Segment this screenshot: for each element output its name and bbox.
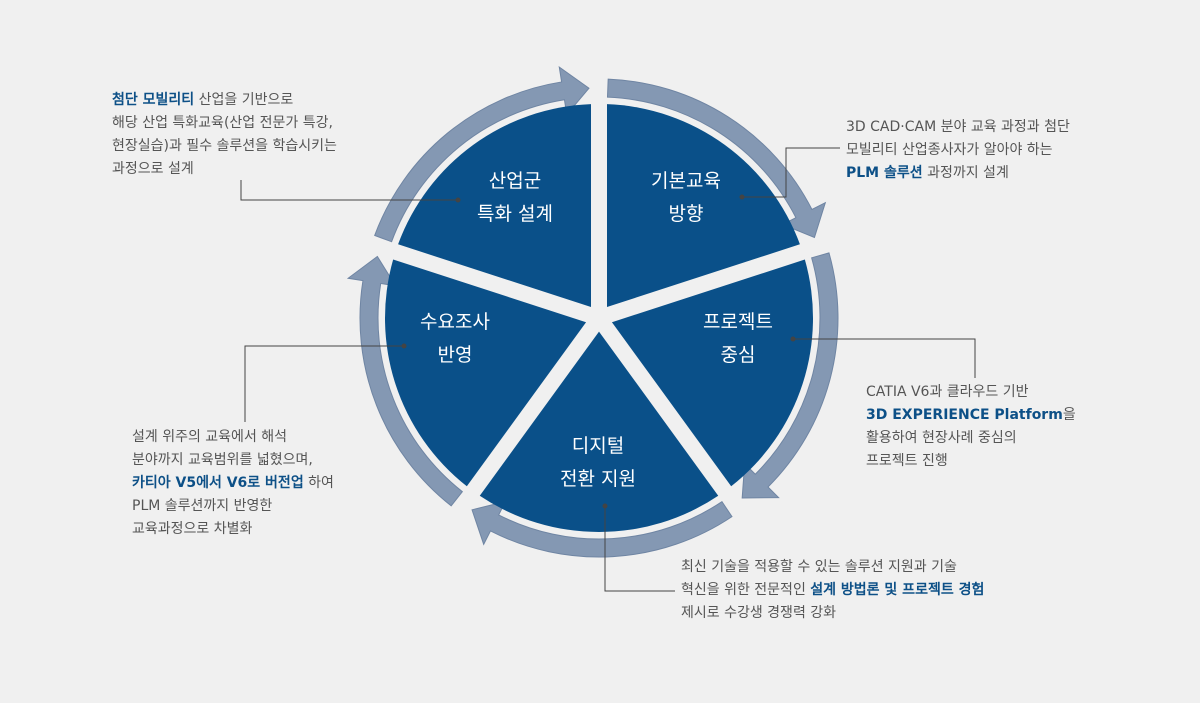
connector-dot-basic <box>739 194 745 200</box>
note-demand-line-1: 설계 위주의 교육에서 해석 <box>132 429 288 445</box>
note-industry-highlight: 첨단 모빌리티 <box>112 92 195 108</box>
note-demand-line-2: 분야까지 교육범위를 넓혔으며, <box>132 452 313 468</box>
note-digital-line-2: 혁신을 위한 전문적인 설계 방법론 및 프로젝트 경험 <box>681 582 985 598</box>
note-industry: 첨단 모빌리티 산업을 기반으로 해당 산업 특화교육(산업 전문가 특강, 현… <box>112 89 337 181</box>
connector-dot-demand <box>401 343 407 349</box>
segment-label-basic-line-2: 방향 <box>669 203 704 225</box>
segment-label-digital-line-2: 전환 지원 <box>560 468 636 490</box>
note-basic-highlight: PLM 솔루션 <box>846 165 923 181</box>
arrow-demand <box>346 255 464 507</box>
arrow-industry <box>374 66 590 243</box>
segment-label-industry-line-1: 산업군 <box>489 170 541 192</box>
connector-lines <box>240 147 976 592</box>
cycle-arrows <box>346 66 839 558</box>
note-digital-line-1: 최신 기술을 적용할 수 있는 솔루션 지원과 기술 <box>681 559 957 575</box>
note-basic-line-1: 3D CAD·CAM 분야 교육 과정과 첨단 <box>846 119 1070 135</box>
segment-digital <box>479 331 719 532</box>
note-basic: 3D CAD·CAM 분야 교육 과정과 첨단 모빌리티 산업종사자가 알아야 … <box>846 116 1070 185</box>
connector-dot-digital <box>602 503 608 509</box>
note-project-line-4: 프로젝트 진행 <box>866 453 948 469</box>
note-industry-line-2: 해당 산업 특화교육(산업 전문가 특강, <box>112 115 333 131</box>
note-demand: 설계 위주의 교육에서 해석 분야까지 교육범위를 넓혔으며, 카티아 V5에서… <box>132 426 334 541</box>
note-digital-line-3: 제시로 수강생 경쟁력 강화 <box>681 605 837 621</box>
arrow-project <box>741 252 839 499</box>
connector-demand <box>244 345 404 422</box>
note-project-line-2: 3D EXPERIENCE Platform을 <box>866 407 1076 423</box>
segment-label-demand-line-1: 수요조사 <box>420 311 490 333</box>
connector-digital <box>604 506 675 592</box>
connector-dot-project <box>790 336 796 342</box>
arrow-digital <box>471 500 733 558</box>
segment-label-basic-line-1: 기본교육 <box>651 170 721 192</box>
note-demand-line-5: 교육과정으로 차별화 <box>132 521 253 537</box>
segment-label-industry-line-2: 특화 설계 <box>477 203 553 225</box>
segment-basic <box>606 104 800 307</box>
segment-label-project-line-2: 중심 <box>721 344 756 366</box>
note-industry-line-1: 첨단 모빌리티 산업을 기반으로 <box>112 92 294 108</box>
connector-industry <box>240 180 458 201</box>
note-basic-line-2: 모빌리티 산업종사자가 알아야 하는 <box>846 142 1053 158</box>
segment-label-digital-line-1: 디지털 <box>572 435 624 457</box>
note-project-line-1: CATIA V6과 클라우드 기반 <box>866 384 1029 400</box>
arrow-basic <box>606 78 827 239</box>
segment-demand <box>385 259 587 487</box>
cycle-segments <box>385 104 813 532</box>
note-demand-line-3: 카티아 V5에서 V6로 버전업 하여 <box>132 475 334 491</box>
segment-industry <box>398 104 592 307</box>
connector-basic <box>742 147 840 198</box>
segment-label-project-line-1: 프로젝트 <box>703 311 773 333</box>
segment-label-demand-line-2: 반영 <box>438 344 473 366</box>
note-industry-line-4: 과정으로 설계 <box>112 161 194 177</box>
note-digital: 최신 기술을 적용할 수 있는 솔루션 지원과 기술 혁신을 위한 전문적인 설… <box>681 556 984 625</box>
note-basic-line-3: PLM 솔루션 과정까지 설계 <box>846 165 1009 181</box>
connector-dot-industry <box>455 197 461 203</box>
note-project-line-3: 활용하여 현장사례 중심의 <box>866 430 1017 446</box>
connector-project <box>793 338 976 378</box>
note-demand-highlight: 카티아 V5에서 V6로 버전업 <box>132 475 304 491</box>
note-project: CATIA V6과 클라우드 기반 3D EXPERIENCE Platform… <box>866 381 1076 473</box>
note-demand-line-4: PLM 솔루션까지 반영한 <box>132 498 273 514</box>
note-project-highlight: 3D EXPERIENCE Platform <box>866 407 1063 423</box>
note-digital-highlight: 설계 방법론 및 프로젝트 경험 <box>810 582 985 598</box>
segment-project <box>611 259 813 487</box>
note-industry-line-3: 현장실습)과 필수 솔루션을 학습시키는 <box>112 138 337 154</box>
